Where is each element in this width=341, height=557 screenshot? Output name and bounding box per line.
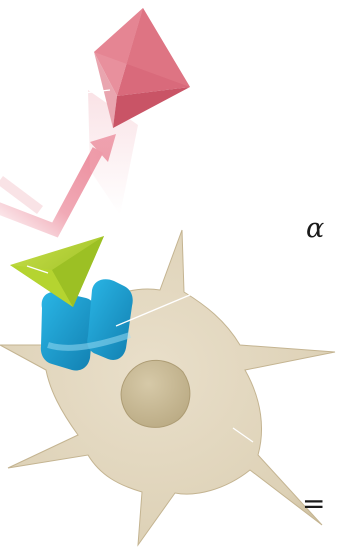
- greek-label-fragment: α: [306, 213, 324, 244]
- symbol-label-fragment: =: [302, 487, 325, 520]
- nucleus: [121, 360, 190, 427]
